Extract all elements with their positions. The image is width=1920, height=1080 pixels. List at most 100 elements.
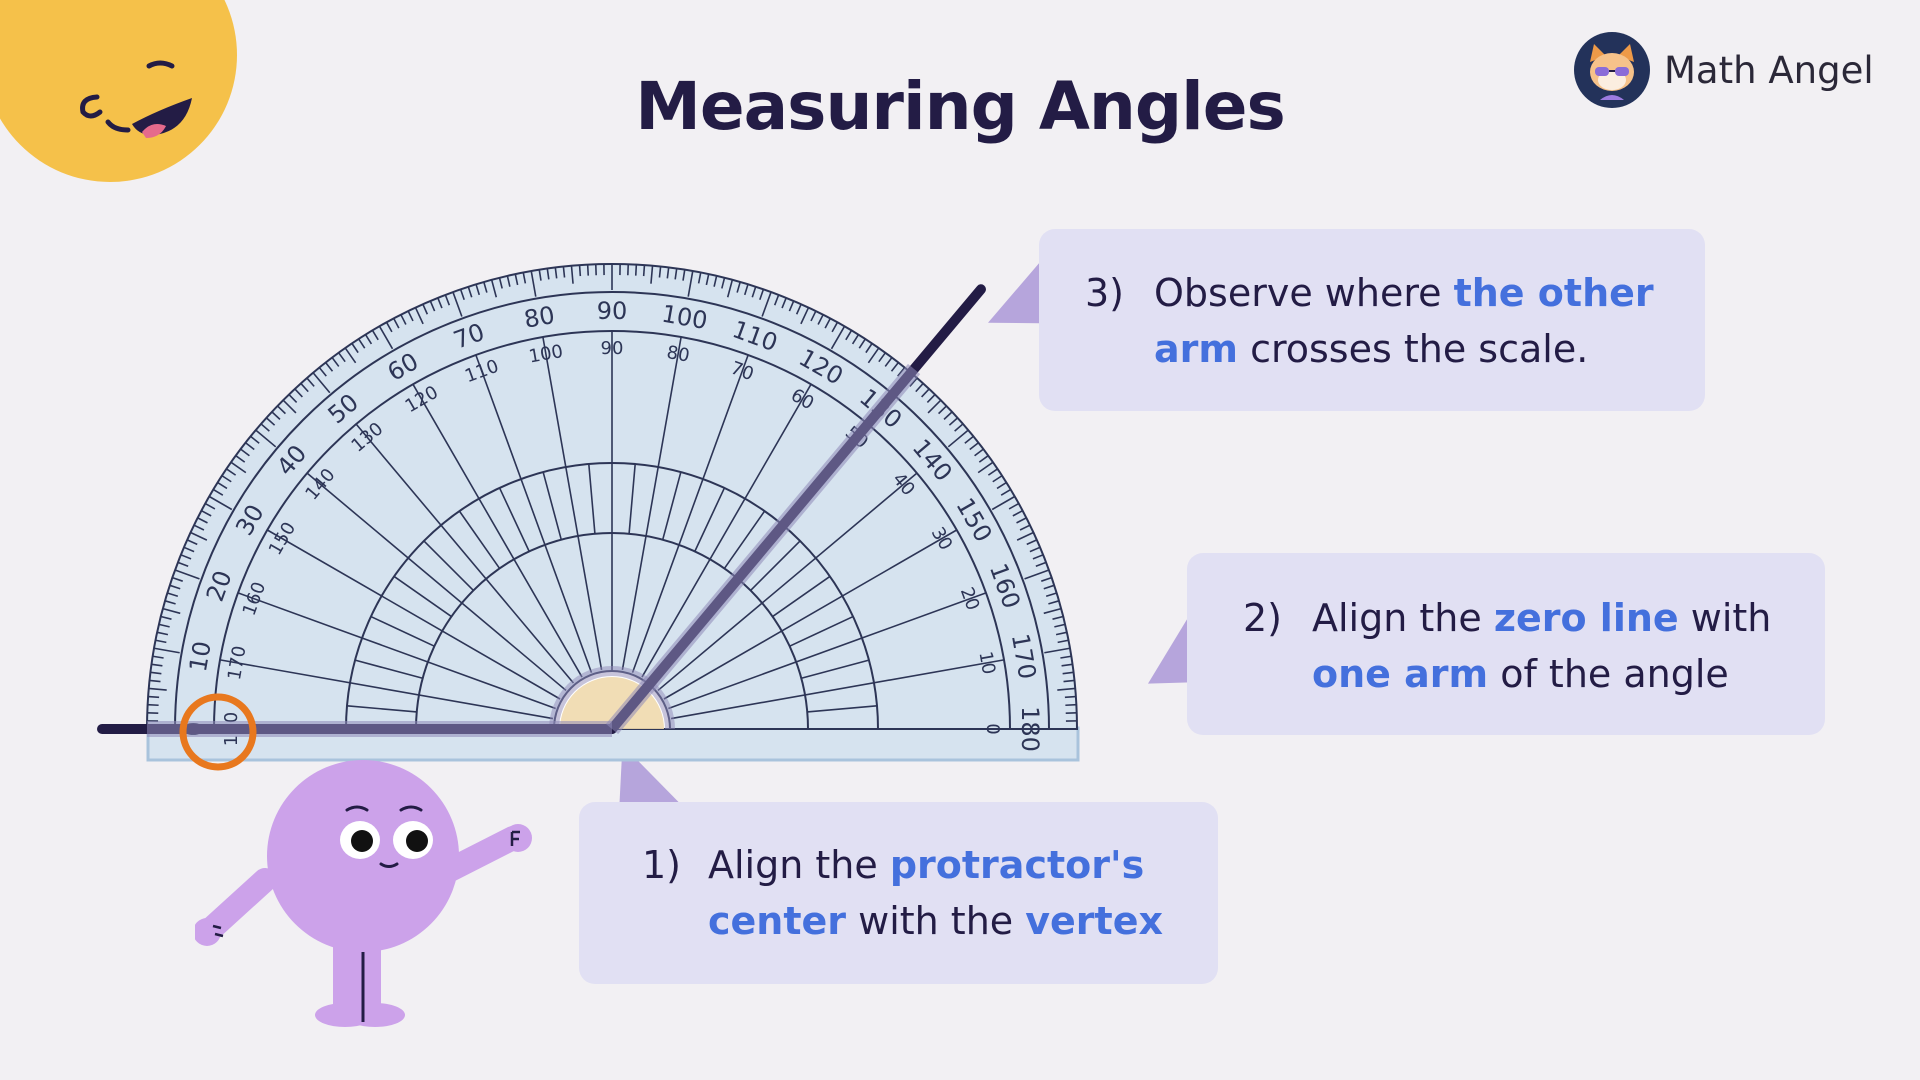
radial-line	[663, 529, 958, 700]
scale-tick	[371, 330, 379, 341]
scale-tick	[831, 321, 839, 333]
scale-tick	[530, 270, 537, 297]
scale-tick	[177, 561, 189, 568]
scale-tick	[260, 423, 270, 432]
scale-tick	[167, 592, 179, 598]
scale-tick	[915, 382, 924, 393]
step-text-part: crosses the scale.	[1237, 327, 1589, 371]
outer-scale-label: 90	[597, 297, 628, 325]
step-2-callout: 2) Align the zero line with one arm of t…	[1187, 553, 1825, 735]
scale-tick	[943, 411, 953, 420]
scale-tick	[312, 372, 331, 394]
radial-line	[370, 615, 435, 647]
scale-tick	[378, 325, 394, 350]
scale-tick	[197, 517, 208, 524]
scale-tick	[538, 269, 542, 281]
scale-tick	[1057, 639, 1069, 644]
scale-tick	[422, 303, 429, 315]
scale-tick	[250, 435, 260, 444]
scale-tick	[781, 297, 787, 309]
scale-tick	[452, 291, 463, 317]
outer-scale-label: 80	[522, 301, 557, 334]
purple-blob-character-icon	[195, 760, 532, 1027]
scale-tick	[1024, 569, 1050, 580]
radial-line	[458, 510, 501, 569]
scale-tick	[867, 347, 880, 364]
radial-line	[423, 540, 474, 591]
scale-tick	[318, 367, 327, 377]
radial-line	[542, 336, 603, 671]
inner-scale-label: 80	[665, 342, 691, 367]
scale-tick	[230, 461, 247, 474]
scale-tick	[817, 314, 824, 325]
scale-tick	[467, 286, 473, 298]
scale-tick	[974, 448, 984, 457]
step-text-highlight: vertex	[1025, 899, 1163, 943]
scale-tick	[475, 284, 481, 296]
scale-tick	[921, 388, 930, 398]
scale-tick	[800, 307, 810, 325]
scale-tick	[761, 291, 772, 317]
scale-tick	[190, 531, 208, 541]
step-text-part: with	[1678, 596, 1772, 640]
scale-tick	[156, 631, 169, 636]
scale-tick	[726, 279, 734, 298]
scale-tick	[824, 318, 832, 329]
scale-tick	[338, 352, 346, 363]
scale-tick	[459, 289, 465, 300]
brand-name: Math Angel	[1664, 48, 1874, 92]
step-text: Observe where the other arm crosses the …	[1154, 265, 1674, 377]
arm-highlight-diagonal	[605, 363, 921, 735]
scale-arc	[174, 291, 1050, 730]
step-text: Align the protractor's center with the v…	[708, 837, 1188, 949]
scale-tick	[276, 405, 286, 415]
scale-tick	[437, 297, 443, 309]
scale-tick	[1054, 623, 1066, 628]
scale-tick	[1045, 592, 1057, 598]
scale-tick	[306, 377, 315, 387]
scale-tick	[271, 411, 281, 420]
step-3-callout: 3) Observe where the other arm crosses t…	[1039, 229, 1705, 411]
scale-tick	[697, 272, 702, 284]
radial-line	[723, 510, 766, 569]
radial-line	[772, 575, 831, 618]
scale-tick	[344, 347, 357, 364]
scale-tick	[1044, 647, 1071, 654]
radial-line	[354, 659, 423, 680]
outer-scale-label: 10	[184, 639, 217, 674]
sleepy-sun-icon	[0, 0, 237, 182]
scale-tick	[235, 455, 246, 463]
scale-tick	[1008, 502, 1020, 510]
scale-tick	[1043, 607, 1062, 615]
scale-tick	[938, 405, 948, 415]
scale-tick	[1029, 546, 1041, 553]
scale-tick	[483, 281, 488, 293]
scale-tick	[991, 495, 1016, 511]
scale-tick	[255, 429, 277, 448]
step-text-highlight: zero line	[1493, 596, 1679, 640]
scale-tick	[1062, 671, 1074, 675]
scale-tick	[498, 277, 503, 289]
radial-line	[694, 487, 726, 552]
scale-tick	[578, 265, 582, 277]
radial-line	[628, 463, 636, 534]
step-text-highlight: one arm	[1312, 652, 1489, 696]
scale-tick	[926, 393, 936, 403]
scale-tick	[1057, 687, 1076, 691]
scale-tick	[1064, 695, 1076, 699]
scale-tick	[294, 388, 303, 398]
scale-tick	[743, 284, 749, 296]
scale-tick	[978, 455, 989, 463]
scale-tick	[217, 481, 228, 490]
scale-tick	[890, 362, 899, 372]
brand[interactable]: Math Angel	[1574, 32, 1874, 108]
step-text: Align the zero line with one arm of the …	[1312, 590, 1812, 702]
scale-tick	[1065, 703, 1077, 707]
radial-line	[355, 423, 575, 684]
scale-tick	[713, 275, 718, 287]
scale-tick	[148, 687, 167, 691]
scale-tick	[1061, 663, 1073, 667]
scale-tick	[164, 600, 176, 605]
scale-tick	[969, 442, 979, 451]
